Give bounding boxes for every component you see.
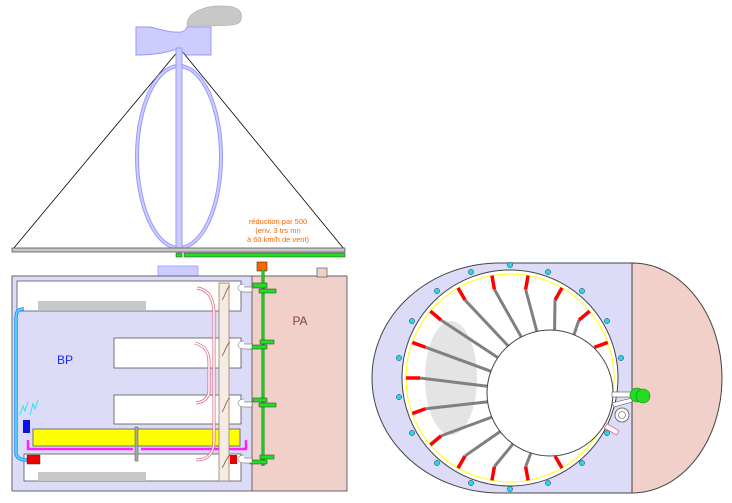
spoke-tip: [429, 434, 443, 447]
lever: [611, 397, 633, 408]
valve-right: [230, 455, 237, 464]
bolt-dot: [604, 318, 610, 324]
spark-igniter: [23, 420, 30, 433]
pulley-set: [237, 282, 277, 465]
rotor-base: [157, 265, 199, 277]
rotor-shaft: [175, 47, 183, 251]
pulley-level-2: [237, 339, 275, 350]
vertical-rod: [134, 426, 139, 462]
drive-gear: [175, 252, 183, 258]
spoke-tip: [456, 287, 467, 301]
bolt-dot: [468, 480, 474, 486]
bolt-dot: [579, 460, 585, 466]
spoke-tip: [411, 407, 427, 416]
pulley-level-3: [237, 397, 277, 408]
bolt-dot: [507, 486, 513, 492]
magenta-rail: [26, 440, 248, 451]
bolt-dot: [579, 288, 585, 294]
reduction-note-line-3: à 60 km/h de vent): [247, 235, 310, 244]
pa-label: PA: [292, 314, 307, 328]
bolt-dot: [434, 288, 440, 294]
spoke-tip: [456, 455, 467, 469]
hub: [486, 329, 614, 457]
bolt-dot: [545, 269, 551, 275]
spoke: [419, 376, 500, 390]
spoke-tip: [553, 287, 564, 301]
bolt-dot: [618, 355, 624, 361]
spoke-tip: [411, 340, 427, 349]
bolt-dot: [468, 269, 474, 275]
grey-plate-bottom: [38, 472, 146, 481]
spoke-tip: [523, 275, 530, 290]
bolt-dot: [409, 430, 415, 436]
bolt-dot: [507, 262, 513, 268]
bp-label: BP: [57, 353, 73, 367]
spoke: [424, 345, 503, 377]
valve-left: [26, 454, 41, 465]
spoke-tip: [553, 455, 564, 469]
transmission-belt: [183, 252, 346, 258]
support-column: [218, 282, 230, 482]
bolt-dot: [545, 480, 551, 486]
reduction-gearbox: [256, 261, 268, 272]
wires: [221, 285, 231, 469]
guy-line-left: [12, 49, 180, 250]
reduction-note-line-1: réduction par 500: [249, 217, 307, 226]
wind-vane-head: [135, 26, 212, 56]
bolt-dot: [434, 460, 440, 466]
spoke-tip: [577, 309, 591, 322]
top-view: [371, 262, 723, 494]
bolt-dot: [396, 355, 402, 361]
bolt-dot: [604, 430, 610, 436]
platform-bar: [11, 247, 346, 253]
reduction-note-line-2: (env. 3 trs mn: [255, 226, 300, 235]
spoke-tip: [490, 275, 497, 290]
spoke-tip: [429, 309, 443, 322]
spoke-tip: [490, 466, 497, 481]
pulley-level-4: [237, 454, 275, 465]
pulley-level-1: [237, 282, 277, 294]
bolt-dot: [409, 318, 415, 324]
spoke-tip: [593, 340, 609, 349]
spark-icon: [19, 399, 39, 416]
pink-tab: [603, 423, 620, 436]
pa-vent: [316, 267, 328, 278]
pa-half-housing: [631, 262, 723, 494]
bolt-dots: [396, 262, 624, 492]
bolt-dot: [396, 394, 402, 400]
wind-vane-tail: [186, 5, 242, 27]
grey-plate-top: [38, 301, 146, 310]
spoke-tip: [523, 466, 530, 481]
guy-line-right: [180, 49, 345, 250]
spoke: [440, 318, 509, 366]
side-view: réduction par 500 (env. 3 trs mn à 60 km…: [11, 5, 348, 492]
